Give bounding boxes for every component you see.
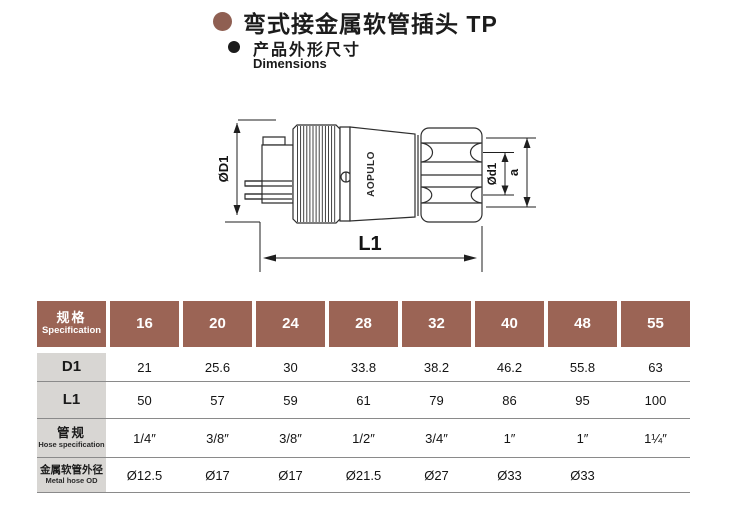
cell-d1-16: 21 — [137, 359, 152, 375]
cell-l1-20: 57 — [210, 392, 225, 408]
cell-od-48: Ø33 — [570, 467, 595, 483]
column-header-20: 20 — [183, 301, 252, 347]
cell-d1-28: 33.8 — [350, 359, 377, 375]
column-header-55: 55 — [621, 301, 690, 347]
cell-od-24: Ø17 — [278, 467, 303, 483]
cell-d1-48: 55.8 — [569, 359, 596, 375]
cell-od-28: Ø21.5 — [345, 467, 382, 483]
cell-l1-48: 95 — [575, 392, 590, 408]
knurled-ring — [293, 125, 340, 223]
cell-l1-28: 61 — [356, 392, 371, 408]
column-header-40: 40 — [475, 301, 544, 347]
table-row-hose-spec: 管规 Hose specification 1/4″ 3/8″ 3/8″ 1/2… — [37, 419, 690, 458]
table-row-d1: D1 21 25.6 30 33.8 38.2 46.2 55.8 63 — [37, 353, 690, 382]
cell-d1-55: 63 — [648, 359, 663, 375]
row-label-d1: D1 — [37, 353, 106, 381]
cell-l1-40: 86 — [502, 392, 517, 408]
row-label-metal-hose-od: 金属软管外径 Metal hose OD — [37, 458, 106, 492]
cell-hose-40: 1″ — [503, 430, 516, 446]
dimension-inner-diameter: Ød1 — [483, 153, 514, 196]
cell-d1-40: 46.2 — [496, 359, 523, 375]
cell-l1-16: 50 — [137, 392, 152, 408]
column-header-32: 32 — [402, 301, 471, 347]
cell-od-55 — [621, 458, 690, 492]
specification-table: 规格 Specification 16 20 24 28 32 40 48 55… — [37, 301, 690, 493]
dimension-cap-width: a — [486, 138, 536, 207]
cell-hose-32: 3/4″ — [425, 430, 448, 446]
table-row-l1: L1 50 57 59 61 79 86 95 100 — [37, 382, 690, 419]
cell-hose-16: 1/4″ — [133, 430, 156, 446]
cell-od-16: Ø12.5 — [126, 467, 163, 483]
black-bullet-icon — [228, 41, 240, 53]
connector-dimension-drawing: AOPULO ØD1 Ød1 a L1 — [216, 85, 756, 295]
cell-d1-20: 25.6 — [204, 359, 231, 375]
brown-bullet-icon — [213, 12, 232, 31]
dimension-outer-diameter: ØD1 — [216, 120, 276, 272]
dimension-length: L1 — [263, 226, 482, 272]
section-subtitle-cn: 产品外形尺寸 — [253, 42, 362, 59]
cap-width-label: a — [506, 168, 521, 176]
table-row-metal-hose-od: 金属软管外径 Metal hose OD Ø12.5 Ø17 Ø17 Ø21.5… — [37, 458, 690, 493]
outer-diameter-label: ØD1 — [216, 156, 231, 183]
cell-od-40: Ø33 — [497, 467, 522, 483]
table-header-row: 规格 Specification 16 20 24 28 32 40 48 55 — [37, 301, 690, 347]
gland-cap — [418, 128, 482, 222]
brand-label: AOPULO — [366, 151, 377, 197]
section-subtitle-en: Dimensions — [253, 56, 327, 71]
column-header-28: 28 — [329, 301, 398, 347]
spec-header-cell: 规格 Specification — [37, 301, 106, 347]
spec-header-en: Specification — [41, 325, 102, 336]
row-label-l1: L1 — [37, 382, 106, 418]
cell-l1-55: 100 — [644, 392, 667, 408]
cell-d1-24: 30 — [283, 359, 298, 375]
cell-hose-20: 3/8″ — [206, 430, 229, 446]
cone-body: AOPULO — [350, 127, 415, 221]
cell-hose-28: 1/2″ — [352, 430, 375, 446]
cell-od-20: Ø17 — [205, 467, 230, 483]
cell-hose-48: 1″ — [576, 430, 589, 446]
length-label: L1 — [358, 233, 381, 255]
row-label-hose-spec: 管规 Hose specification — [37, 419, 106, 457]
page-title: 弯式接金属软管插头 TP — [243, 11, 498, 37]
column-header-24: 24 — [256, 301, 325, 347]
cell-hose-55: 1¼″ — [644, 430, 667, 446]
column-header-16: 16 — [110, 301, 179, 347]
cell-od-32: Ø27 — [424, 467, 449, 483]
cell-l1-24: 59 — [283, 392, 298, 408]
inner-diameter-label: Ød1 — [487, 162, 499, 185]
cell-d1-32: 38.2 — [423, 359, 450, 375]
cell-l1-32: 79 — [429, 392, 444, 408]
spec-header-cn: 规格 — [56, 310, 87, 326]
column-header-48: 48 — [548, 301, 617, 347]
cell-hose-24: 3/8″ — [279, 430, 302, 446]
plug-body — [245, 137, 293, 203]
